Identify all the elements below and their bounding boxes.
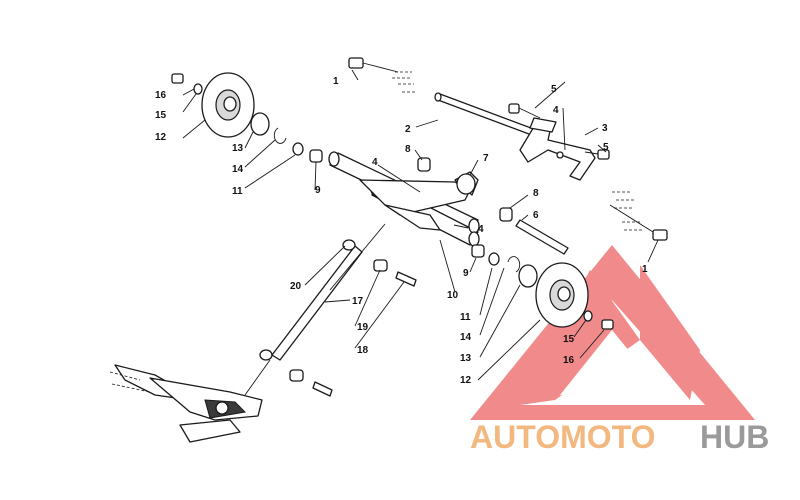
bushing-20a (342, 239, 356, 251)
bushing-8b (499, 207, 513, 222)
callout-12-right: 12 (460, 375, 472, 386)
brand-automoto: AUTOMOTO (470, 419, 655, 455)
callout-9-right: 9 (463, 268, 469, 279)
bolt-16b (601, 319, 614, 330)
callout-8-right: 8 (533, 188, 539, 199)
rail-mount-assembly (348, 57, 668, 241)
callout-1-right: 1 (642, 264, 648, 275)
callout-labels: 1 1 2 3 4 4 4 5 5 7 8 8 6 9 9 10 11 11 1… (155, 76, 648, 386)
callout-20: 20 (290, 281, 302, 292)
logo-peak-right (640, 265, 700, 400)
washer-15b (583, 310, 593, 322)
watermark-logo (470, 245, 755, 420)
bushing-19a (373, 259, 388, 272)
bolt-1-head (348, 57, 364, 69)
bolt-18a (395, 271, 417, 287)
callout-13-right: 13 (460, 353, 472, 364)
callout-13-left: 13 (232, 143, 244, 154)
callout-11-left: 11 (232, 186, 243, 197)
bearing-13b (518, 264, 538, 288)
washer-11b (488, 252, 500, 266)
logo-peak-left (520, 270, 640, 405)
bolt-5a-head (508, 103, 520, 114)
leader-lines (182, 69, 659, 381)
callout-2: 2 (405, 124, 411, 135)
callout-9-left: 9 (315, 185, 321, 196)
snap-ring-14a (273, 127, 287, 144)
callout-3: 3 (602, 123, 608, 134)
spacer-9b (471, 244, 485, 258)
callout-17: 17 (352, 296, 364, 307)
bolt-1b-head (652, 229, 668, 241)
callout-16-right: 16 (563, 355, 575, 366)
callout-16-left: 16 (155, 90, 167, 101)
callout-5-top: 5 (551, 84, 557, 95)
callout-15-left: 15 (155, 110, 167, 121)
swing-arm-assembly (328, 151, 569, 255)
frame-bracket (109, 364, 263, 443)
callout-18: 18 (357, 345, 369, 356)
left-idler-group (171, 72, 323, 163)
shaft-6 (515, 219, 569, 255)
link-17 (271, 245, 363, 361)
callout-10: 10 (447, 290, 459, 301)
callout-12-left: 12 (155, 132, 167, 143)
washer-11a (292, 142, 304, 156)
bushing-19b (289, 369, 304, 382)
bushing-20b (259, 349, 273, 361)
callout-6: 6 (533, 210, 539, 221)
bushing-8a (417, 157, 431, 172)
callout-7: 7 (483, 153, 489, 164)
lower-link-assembly (244, 223, 417, 397)
right-idler-group (471, 244, 614, 330)
watermark-brand: AUTOMOTO HUB (470, 419, 769, 455)
callout-8-left: 8 (405, 144, 411, 155)
brand-hub: HUB (700, 419, 769, 455)
callout-14-left: 14 (232, 164, 244, 175)
washer-15a (193, 83, 203, 95)
callout-14-right: 14 (460, 332, 472, 343)
logo-inner-white (560, 330, 665, 395)
callout-4-left: 4 (372, 157, 378, 168)
callout-5-right: 5 (603, 142, 609, 153)
snap-ring-14b (507, 256, 521, 273)
bolt-18b (312, 381, 333, 397)
callout-19: 19 (357, 322, 369, 333)
callout-4-mid: 4 (478, 224, 484, 235)
bearing-13a (250, 112, 270, 136)
callout-11-right: 11 (460, 312, 471, 323)
spacer-9a (309, 149, 323, 163)
callout-4-top: 4 (553, 105, 559, 116)
callout-1-top: 1 (333, 76, 339, 87)
bolt-16a (171, 73, 184, 84)
callout-15-right: 15 (563, 334, 575, 345)
